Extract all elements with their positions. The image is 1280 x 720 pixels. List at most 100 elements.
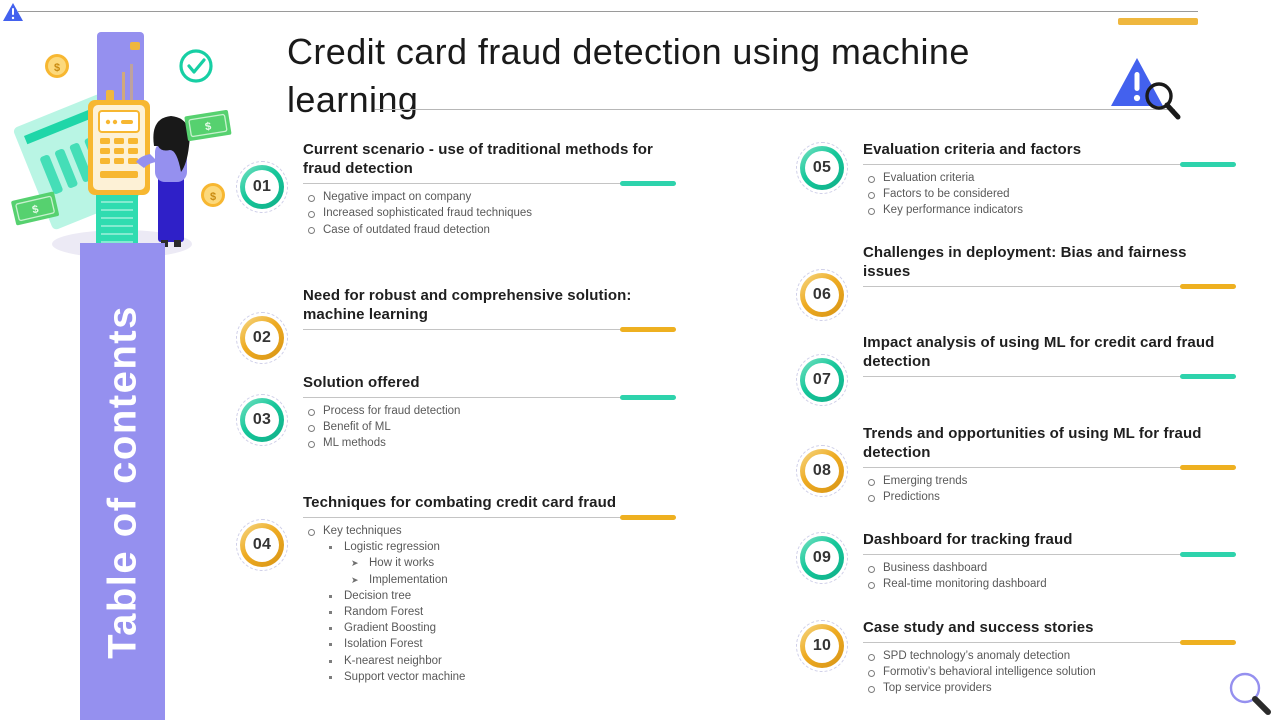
toc-number: 06 <box>812 286 832 303</box>
top-divider <box>18 11 1198 25</box>
badge-ring <box>800 358 844 402</box>
bullet-text: Business dashboard <box>883 562 988 575</box>
bullet-text: Logistic regression <box>344 541 440 554</box>
toc-entry-divider <box>863 465 1236 471</box>
toc-entry-title: Evaluation criteria and factors <box>863 141 1082 158</box>
badge-dashed-ring <box>796 142 848 194</box>
bullet-item: Support vector machine <box>325 669 676 685</box>
toc-number-badge: 06 <box>796 269 848 321</box>
toc-entry-divider-accent <box>620 181 676 187</box>
toc-entry-title: Techniques for combating credit card fra… <box>303 494 617 511</box>
toc-number: 09 <box>812 549 832 566</box>
badge-ring <box>240 523 284 567</box>
toc-entry-02[interactable]: 02 Need for robust and comprehensive solu… <box>236 286 676 364</box>
toc-number: 02 <box>252 329 272 346</box>
badge-ring <box>800 146 844 190</box>
card-payment-terminal-illustration: $ $ $ $ <box>11 32 232 258</box>
toc-entry-body: Impact analysis of using ML for credit c… <box>863 333 1236 380</box>
bullet-text: Top service providers <box>883 682 992 695</box>
toc-entry-07[interactable]: 07 Impact analysis of using ML for credit… <box>796 333 1236 406</box>
toc-entry-divider <box>863 284 1236 290</box>
table-of-contents-label: Table of contents <box>100 304 144 659</box>
bullet-text: Emerging trends <box>883 475 968 488</box>
toc-number: 05 <box>812 159 832 176</box>
bullet-item: Top service providers <box>863 680 1236 696</box>
toc-number: 10 <box>812 637 832 654</box>
toc-number: 03 <box>252 411 272 428</box>
bullet-item: Logistic regressionHow it worksImplement… <box>325 539 676 588</box>
bullet-item: Factors to be considered <box>863 186 1236 202</box>
bullet-item: How it works <box>348 555 676 571</box>
bullet-item: Decision tree <box>325 588 676 604</box>
badge-dashed-ring <box>236 394 288 446</box>
badge-ring <box>240 398 284 442</box>
bullet-text: Real-time monitoring dashboard <box>883 578 1047 591</box>
toc-number-badge: 01 <box>236 161 288 213</box>
bullet-item: Random Forest <box>325 604 676 620</box>
bullet-list-level-3: How it worksImplementation <box>348 555 676 588</box>
fraud-alert-magnifier-icon <box>1111 58 1181 120</box>
bullet-text: Key techniques <box>323 525 402 538</box>
svg-text:$: $ <box>54 62 60 74</box>
svg-text:$: $ <box>210 191 216 203</box>
title-divider <box>375 109 1175 110</box>
badge-ring <box>800 624 844 668</box>
toc-entry-body: Need for robust and comprehensive soluti… <box>303 286 676 333</box>
toc-entry-title: Trends and opportunities of using ML for… <box>863 425 1202 462</box>
badge-ring <box>800 536 844 580</box>
bullet-text: Key performance indicators <box>883 204 1023 217</box>
bullet-item: Gradient Boosting <box>325 620 676 636</box>
badge-dashed-ring <box>236 312 288 364</box>
toc-number-badge: 07 <box>796 354 848 406</box>
badge-ring <box>240 316 284 360</box>
bullet-item: Benefit of ML <box>303 419 676 435</box>
toc-entry-title: Case study and success stories <box>863 619 1094 636</box>
svg-text:$: $ <box>204 121 212 134</box>
bullet-item: Business dashboard <box>863 560 1236 576</box>
bullet-text: Factors to be considered <box>883 188 1010 201</box>
toc-entry-divider-accent <box>1180 374 1236 380</box>
toc-entry-divider <box>303 395 676 401</box>
toc-number-badge: 03 <box>236 394 288 446</box>
toc-number-badge: 10 <box>796 620 848 672</box>
badge-dashed-ring <box>796 269 848 321</box>
toc-entry-01[interactable]: 01 Current scenario - use of traditional … <box>236 140 676 238</box>
toc-entry-body: Current scenario - use of traditional me… <box>303 140 676 238</box>
toc-number: 01 <box>252 178 272 195</box>
toc-entry-divider <box>303 515 676 521</box>
bullet-text: Isolation Forest <box>344 638 423 651</box>
bullet-item: Predictions <box>863 489 1236 505</box>
bullet-text: Implementation <box>369 573 448 586</box>
toc-entry-title: Impact analysis of using ML for credit c… <box>863 334 1215 371</box>
bullet-item: Formotiv’s behavioral intelligence solut… <box>863 664 1236 680</box>
badge-ring <box>800 273 844 317</box>
bullet-item: ML methods <box>303 435 676 451</box>
bullet-item: Process for fraud detection <box>303 403 676 419</box>
bullet-item: Implementation <box>348 572 676 588</box>
toc-number-badge: 02 <box>236 312 288 364</box>
badge-dashed-ring <box>796 620 848 672</box>
badge-dashed-ring <box>236 519 288 571</box>
bullet-item: Key performance indicators <box>863 202 1236 218</box>
bullet-text: Negative impact on company <box>323 191 472 204</box>
svg-text:$: $ <box>31 203 40 216</box>
toc-entry-body: Trends and opportunities of using ML for… <box>863 424 1236 506</box>
toc-entry-divider-accent <box>620 327 676 333</box>
badge-ring <box>800 449 844 493</box>
toc-entry-divider-accent <box>620 395 676 401</box>
toc-entry-divider-accent <box>1180 162 1236 168</box>
badge-dashed-ring <box>796 532 848 584</box>
bullet-item: Increased sophisticated fraud techniques <box>303 205 676 221</box>
